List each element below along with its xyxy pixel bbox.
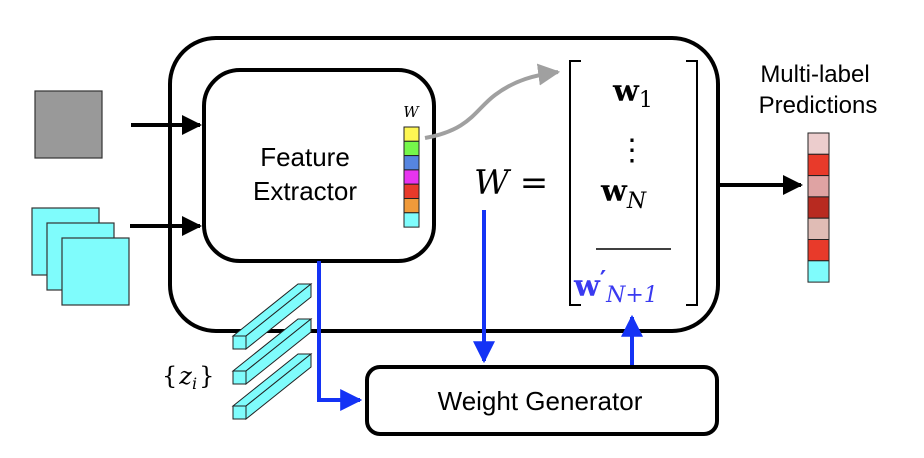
features-to-generator-arrow (317, 261, 363, 411)
weight-vector-cell (403, 140, 420, 157)
weight-vector-cell (403, 126, 420, 142)
gray-curved-arrow (424, 63, 561, 140)
feature-extractor-label-line2: Extractor (253, 176, 357, 206)
prediction-bars (807, 132, 830, 283)
prediction-cell (807, 217, 830, 240)
input-image (34, 90, 103, 159)
weight-vector-cell (403, 183, 420, 199)
input-image-layer (61, 237, 130, 306)
weight-vector-cell (403, 155, 420, 171)
weight-vector-cell (403, 169, 420, 185)
predictions-label-line1: Multi-label (760, 61, 869, 88)
weight-generator-box (365, 365, 719, 436)
prediction-cell (807, 132, 830, 155)
latent-label: {zi} (162, 362, 214, 393)
latent-vectors (231, 282, 313, 421)
weight-vector-label: W (403, 103, 420, 121)
feature-extractor-label-line1: Feature (260, 142, 350, 172)
weight-vector-cell (403, 212, 420, 228)
matrix-row-vdots: ⋮ (617, 133, 647, 168)
matrix-row-w1: w1 (612, 74, 653, 113)
prediction-cell (807, 239, 830, 262)
prediction-cell (807, 260, 830, 283)
latent-cuboid (231, 352, 313, 421)
prediction-cell (807, 153, 830, 177)
matrix-left-bracket (569, 60, 581, 306)
input-image-stack (31, 207, 130, 306)
weight-vector-bars (403, 126, 420, 228)
weight-vector-cell (403, 198, 420, 214)
weight-generator-label: Weight Generator (438, 386, 643, 416)
matrix-right-bracket (686, 60, 698, 306)
matrix-row-wN: wN (600, 174, 647, 214)
latent-cuboid (231, 282, 313, 351)
matrix-lhs: W = (474, 163, 548, 203)
prediction-cell (807, 175, 830, 198)
latent-cuboid (231, 317, 313, 386)
matrix-row-new-weight: w′N+1 (573, 265, 658, 308)
prediction-cell (807, 196, 830, 219)
predictions-label-line2: Predictions (759, 92, 878, 119)
